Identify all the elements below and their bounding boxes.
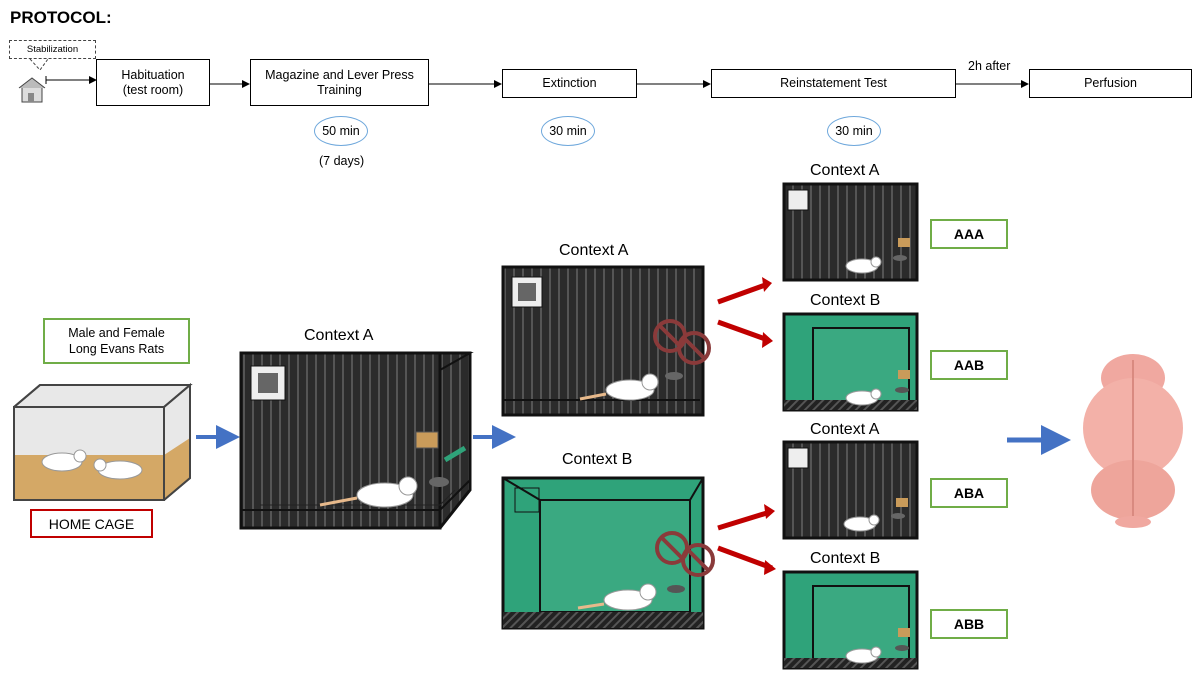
context-label-test-aaa: Context A [810,162,880,179]
step-training-line2: Training [317,82,362,97]
context-label-test-aba: Context A [810,421,880,438]
no-drug-icon [681,543,715,577]
syringe-icon [443,445,467,463]
lever-icon [429,477,449,487]
context-label-test-abb: Context B [810,550,881,567]
test-aab-chamber [782,312,919,412]
no-drug-icon [677,331,711,365]
step-habituation-line1: Habituation [121,67,185,82]
food-magazine-icon [415,431,439,449]
subjects-line2: Long Evans Rats [68,342,165,356]
group-aaa: AAA [930,219,1008,249]
delay-label: 2h after [968,59,1011,73]
group-aba: ABA [930,478,1008,508]
step-reinstatement: Reinstatement Test [711,69,956,98]
context-label-ext-b: Context B [562,451,633,468]
duration-training: 50 min [314,116,368,146]
step-habituation: Habituation (test room) [96,59,210,106]
duration-training-days: (7 days) [319,154,365,168]
group-aab: AAB [930,350,1008,380]
test-aaa-chamber [782,182,919,282]
step-extinction: Extinction [502,69,637,98]
context-label-test-aab: Context B [810,292,881,309]
home-icon [18,77,46,103]
stabilization-callout: Stabilization [9,40,96,59]
test-abb-chamber [782,570,919,670]
subjects-label: Male and Female Long Evans Rats [43,318,190,364]
home-cage-illustration [13,382,193,501]
subjects-line1: Male and Female [68,326,165,340]
extinction-context-a-chamber [501,265,711,417]
duration-extinction: 30 min [541,116,595,146]
branch-arrow-abb [717,545,773,571]
page-title: PROTOCOL: [10,8,112,27]
step-perfusion: Perfusion [1029,69,1192,98]
brain-illustration [1083,354,1183,528]
step-training-line1: Magazine and Lever Press [265,67,414,82]
context-label-ext-a: Context A [559,242,629,259]
step-training: Magazine and Lever Press Training [250,59,429,106]
home-cage-label: HOME CAGE [30,509,153,538]
extinction-context-b-chamber [501,476,715,630]
training-chamber [239,351,474,530]
duration-reinstatement: 30 min [827,116,881,146]
step-habituation-line2: (test room) [122,82,184,97]
stab-callout-tail [29,58,49,71]
group-abb: ABB [930,609,1008,639]
branch-arrow-aab [717,319,769,343]
context-label-training: Context A [304,327,374,344]
branch-arrow-aba [717,509,771,531]
branch-arrow-aaa [717,281,769,305]
test-aba-chamber [782,440,919,540]
